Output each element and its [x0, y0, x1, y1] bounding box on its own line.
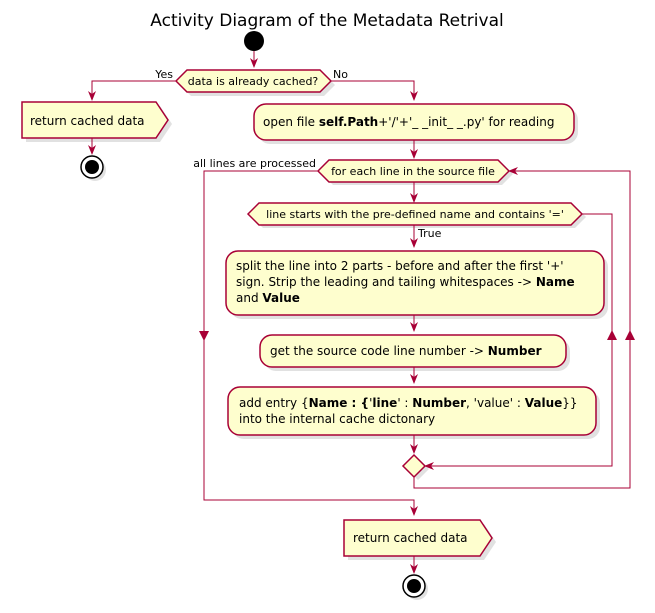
arrow-loopback-path — [625, 330, 635, 340]
add-entry-line1: add entry {Name : {'line' : Number, 'val… — [239, 396, 578, 410]
label-no: No — [333, 68, 348, 81]
split-node: split the line into 2 parts - before and… — [225, 250, 608, 319]
add-entry-node: add entry {Name : {'line' : Number, 'val… — [227, 386, 600, 439]
split-line1: split the line into 2 parts - before and… — [236, 259, 564, 273]
decision-line-label: line starts with the pre-defined name an… — [266, 208, 564, 221]
arrow-exit-path — [199, 331, 209, 341]
arrow-false-path — [607, 330, 617, 340]
open-file-label: open file self.Path+'/'+'_ _init_ _.py' … — [263, 115, 554, 129]
decision-cached: data is already cached? — [174, 69, 335, 96]
edge-loop-exit — [203, 170, 418, 516]
return-cached-left-label: return cached data — [30, 114, 145, 128]
loop-exit-label: all lines are processed — [193, 157, 316, 170]
diagram-title: Activity Diagram of the Metadata Retriva… — [150, 11, 503, 31]
label-true: True — [417, 227, 442, 240]
split-line3: and Value — [236, 291, 300, 305]
open-file-node: open file self.Path+'/'+'_ _init_ _.py' … — [253, 103, 578, 144]
decision-cached-label: data is already cached? — [188, 75, 319, 88]
edge-loopback — [413, 167, 631, 489]
get-line-label: get the source code line number -> Numbe… — [270, 344, 542, 358]
loop-label: for each line in the source file — [331, 165, 495, 178]
return-cached-left: return cached data — [21, 101, 172, 142]
return-cached-bottom-label: return cached data — [353, 531, 468, 545]
end-node-left — [80, 155, 106, 181]
get-line-node: get the source code line number -> Numbe… — [259, 334, 570, 371]
decision-line: line starts with the pre-defined name an… — [246, 202, 586, 228]
split-line2: sign. Strip the leading and tailing whit… — [236, 275, 575, 289]
merge-diamond — [401, 453, 429, 480]
return-cached-bottom: return cached data — [343, 519, 496, 560]
label-yes: Yes — [154, 68, 173, 81]
start-node — [244, 31, 264, 51]
loop-node: for each line in the source file — [316, 159, 513, 185]
edge-yes — [88, 80, 176, 101]
add-entry-line2: into the internal cache dictonary — [239, 412, 435, 426]
end-node-bottom — [402, 574, 428, 600]
edge-no — [331, 80, 418, 101]
